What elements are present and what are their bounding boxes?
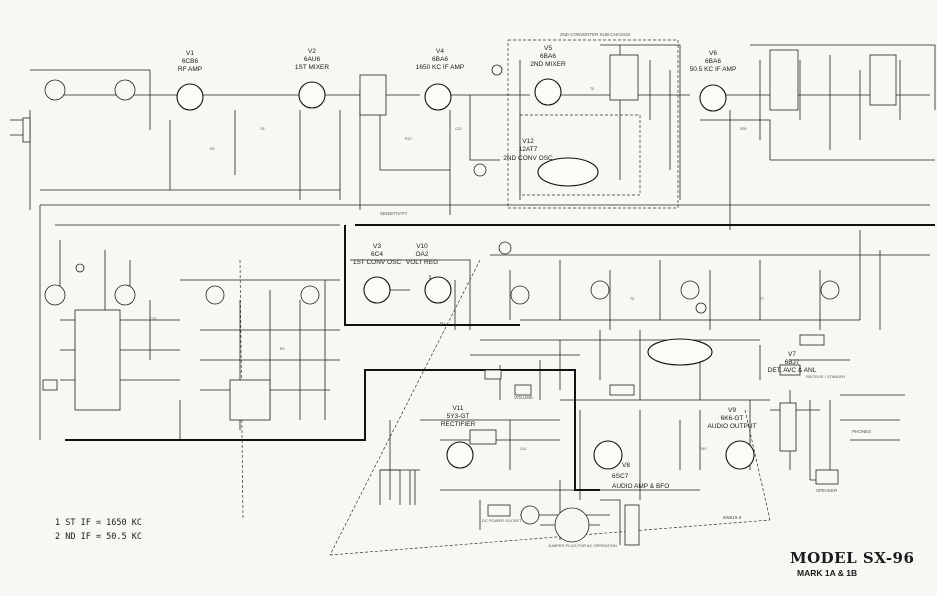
tube-id: V6: [709, 50, 717, 57]
tube-type: 6C4: [371, 251, 383, 258]
tube-function: DET, AVC & ANL: [768, 367, 817, 374]
tube-id: V5: [544, 45, 552, 52]
tube-v9: V9 6K6-GT AUDIO OUTPUT: [707, 407, 757, 470]
if-note-first: 1 ST IF = 1650 KC: [55, 518, 142, 528]
tube-type: 5Y3-GT: [447, 413, 470, 420]
tube-v10: V10 OA2 VOLT REG: [406, 243, 452, 304]
tube-type: 6BA6: [705, 58, 721, 65]
tube-type: 6K6-GT: [721, 415, 744, 422]
tube-id: V10: [416, 243, 428, 250]
tube-function: 2ND MIXER: [530, 61, 566, 68]
tube-function: 1ST MIXER: [295, 64, 330, 71]
volume-label: VOLUME: [514, 395, 533, 400]
model-marks: MARK 1A & 1B: [797, 568, 858, 578]
if-note-second: 2 ND IF = 50.5 KC: [55, 532, 142, 542]
dc-power-label: DC POWER SOCKET: [482, 518, 522, 523]
speaker-label: SPEAKER: [816, 488, 838, 493]
tube-id: V3: [373, 243, 381, 250]
tube-type: 6SC7: [612, 473, 629, 480]
tube-function: VOLT REG: [406, 259, 438, 266]
svg-text:R28: R28: [740, 127, 746, 131]
tube-function: 50.5 KC IF AMP: [690, 66, 737, 73]
tube-id: V1: [186, 50, 194, 57]
tube-function: RECTIFIER: [441, 421, 476, 428]
tube-type: 6BJ7: [785, 359, 800, 366]
phones-label: PHONES: [852, 429, 871, 434]
receive-standby-label: RECEIVE / STANDBY: [806, 374, 846, 379]
tube-id: V12: [522, 138, 534, 145]
tube-v11: V11 5Y3-GT RECTIFIER: [441, 405, 476, 469]
svg-text:T5: T5: [590, 87, 594, 91]
svg-text:R40: R40: [700, 447, 706, 451]
figure-number: 6W610-3: [723, 515, 742, 520]
svg-text:C42: C42: [520, 447, 526, 451]
tube-id: V2: [308, 48, 316, 55]
svg-text:R9: R9: [280, 347, 285, 351]
converter-sub-chassis-label: 2ND CONVERTER SUB-CHASSIS: [560, 32, 630, 37]
tube-id: V9: [728, 407, 736, 414]
svg-text:T7: T7: [760, 297, 764, 301]
sensitivity-label: SENSITIVITY: [380, 211, 408, 216]
b-plus-label: B+: [440, 321, 446, 326]
svg-text:C22: C22: [455, 127, 461, 131]
tube-v6: V6 6BA6 50.5 KC IF AMP: [690, 50, 737, 112]
model-title: MODEL SX-96: [790, 549, 915, 567]
tube-v4: V4 6BA6 1650 KC IF AMP: [416, 48, 464, 111]
svg-text:C8: C8: [260, 127, 265, 131]
tube-function: AUDIO AMP & BFO: [612, 483, 669, 490]
tube-type: 6AU6: [304, 56, 321, 63]
tube-v12: V12 12AT7 2ND CONV OSC: [503, 138, 599, 187]
tube-id: V4: [436, 48, 444, 55]
tube-function: 1650 KC IF AMP: [416, 64, 464, 71]
tube-type: 6BA6: [540, 53, 556, 60]
tube-function: 1ST CONV OSC: [353, 259, 402, 266]
tube-id: V11: [452, 405, 463, 412]
tube-v3: V3 6C4 1ST CONV OSC: [353, 243, 402, 304]
tube-v1: V1 6CB6 RF AMP: [176, 50, 204, 111]
svg-text:R3: R3: [210, 147, 215, 151]
jumper-plug-label: JUMPER PLUG FOR AC OPERATION: [548, 543, 617, 548]
svg-text:R12: R12: [405, 137, 411, 141]
tube-function: 2ND CONV OSC: [503, 155, 553, 162]
tube-type: OA2: [415, 251, 428, 258]
components: [22, 49, 897, 546]
tube-id: V8: [622, 462, 630, 469]
tube-type: 6CB6: [182, 58, 199, 65]
tube-v5: V5 6BA6 2ND MIXER: [530, 45, 566, 106]
tube-v2: V2 6AU6 1ST MIXER: [295, 48, 330, 109]
tube-id: V7: [788, 351, 796, 358]
tube-function: RF AMP: [178, 66, 202, 73]
svg-text:T6: T6: [630, 297, 634, 301]
tube-v7: V7 6BJ7 DET, AVC & ANL: [647, 338, 817, 374]
tube-v8: V8 6SC7 AUDIO AMP & BFO: [593, 440, 669, 490]
tube-function: AUDIO OUTPUT: [707, 423, 756, 430]
tube-type: 6BA6: [432, 56, 448, 63]
svg-text:C15: C15: [150, 317, 156, 321]
tube-type: 12AT7: [519, 146, 538, 153]
wiring: [10, 39, 936, 556]
